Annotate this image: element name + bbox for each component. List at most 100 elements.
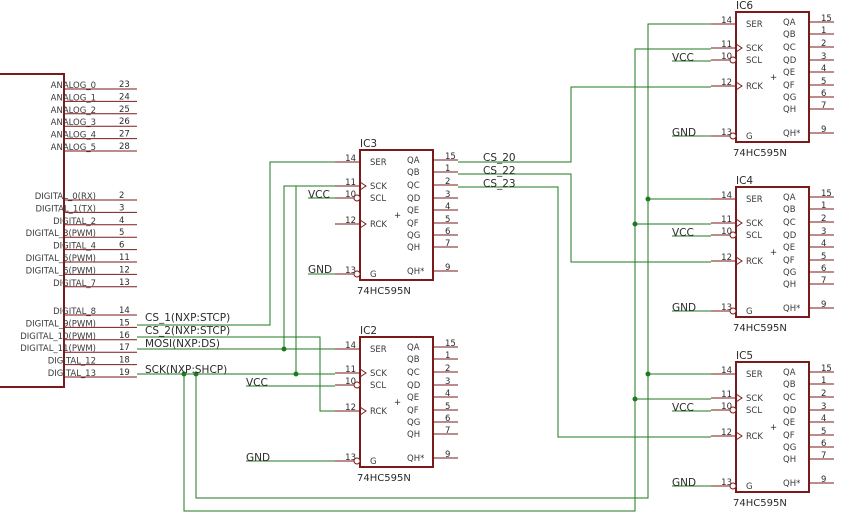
arduino-pin-label-digital-11-pwm: DIGITAL_11(PWM): [20, 344, 96, 354]
ic3-pin-number-qh-star: 9: [445, 263, 450, 273]
wire-junction-8: [645, 371, 651, 377]
ic3-pin-number-qc: 2: [445, 177, 450, 187]
ic5-pin-label-scl: SCL: [746, 406, 762, 416]
ic4-pin-number-qg: 6: [821, 264, 826, 274]
ic4-pin-label-qh: QH: [783, 280, 796, 290]
ic6-pin-label-qe: QE: [783, 68, 795, 78]
ic4-inverter-bubble-scl: [729, 231, 737, 239]
gnd-label-ic4: GND: [672, 302, 696, 314]
arduino-pin-label-digital-6-pwm: DIGITAL_6(PWM): [26, 266, 96, 276]
ic2-pin-number-qc: 2: [445, 364, 450, 374]
net-labels: CS_1(NXP:STCP) CS_2(NXP:STCP) MOSI(NXP:D…: [145, 52, 696, 489]
ic6-pin-label-qa: QA: [783, 18, 796, 28]
ic6-center-mark: +: [770, 73, 777, 83]
arduino-pin-label-digital-3-pwm: DIGITAL_3(PWM): [26, 229, 96, 239]
ic2-pin-number-qf: 5: [445, 402, 450, 412]
ic4-pin-number-qh-star: 9: [821, 300, 826, 310]
wire-junction-7: [645, 196, 651, 202]
ic4-pin-number-rck: 12: [721, 253, 732, 263]
net-label-sck: SCK(NXP:SHCP): [145, 364, 227, 376]
ic4-pin-number-qa: 15: [821, 189, 832, 199]
ic5-pin-number-scl: 10: [721, 402, 732, 412]
ic5-pin-label-qh: QH: [783, 455, 796, 465]
arduino-pin-label-digital-13: DIGITAL_13: [48, 369, 96, 379]
ic3-pin-label-qh-star: QH*: [407, 267, 424, 277]
net-label-cs1: CS_1(NXP:STCP): [145, 312, 230, 324]
arduino-pin-number-digital-0-rx: 2: [119, 191, 124, 201]
ic4-pin-label-rck: RCK: [746, 257, 763, 267]
ic6-pin-number-qb: 1: [821, 26, 826, 36]
ic5-center-mark: +: [770, 423, 777, 433]
wires: [137, 23, 711, 512]
ic2-pin-number-sck: 11: [345, 365, 356, 375]
ic2-clock-marker-rck: [359, 406, 367, 416]
ic3-pin-number-qf: 5: [445, 215, 450, 225]
wire-junction-4: [193, 371, 199, 377]
ic6-inverter-bubble-g: [729, 132, 737, 140]
ic5-pin-number-rck: 12: [721, 428, 732, 438]
wire-junction-2: [293, 371, 299, 377]
vcc-label-ic3: VCC: [308, 189, 330, 201]
ic6-pin-label-qh-star: QH*: [783, 129, 800, 139]
ic4-center-mark: +: [770, 248, 777, 258]
arduino-pin-number-analog-1: 24: [119, 92, 130, 102]
ic3-part-number: 74HC595N: [357, 286, 411, 297]
ic3-center-mark: +: [394, 211, 401, 221]
ic3-pin-label-rck: RCK: [370, 220, 387, 230]
arduino-pin-number-digital-8: 14: [119, 306, 130, 316]
arduino-pin-number-digital-12: 18: [119, 356, 130, 366]
ic5-pin-label-qa: QA: [783, 368, 796, 378]
ic6-pin-number-qd: 3: [821, 52, 826, 62]
ic2-pin-number-qd: 3: [445, 377, 450, 387]
net-label-cs2: CS_2(NXP:STCP): [145, 325, 230, 337]
arduino-pin-label-digital-1-tx: DIGITAL_1(TX): [35, 204, 96, 214]
arduino-pin-number-analog-4: 27: [119, 130, 130, 140]
ic5-pin-label-qd: QD: [783, 406, 797, 416]
wire-cs20: [458, 86, 711, 163]
wire-cs22: [458, 173, 711, 263]
ic6-pin-label-qd: QD: [783, 56, 797, 66]
ic2-pin-label-qf: QF: [407, 406, 419, 416]
ic6-name: IC6: [736, 0, 753, 12]
arduino-pin-label-analog-4: ANALOG_4: [51, 131, 96, 141]
ic3-pin-number-sck: 11: [345, 178, 356, 188]
ic6-pin-number-qh-star: 9: [821, 125, 826, 135]
ic6-pin-number-ser: 14: [721, 16, 732, 26]
ic3-pin-label-scl: SCL: [370, 194, 386, 204]
ic4-inverter-bubble-g: [729, 307, 737, 315]
ic4-pin-label-qf: QF: [783, 256, 795, 266]
ic2-pin-number-qa: 15: [445, 339, 456, 349]
ic5-pin-label-sck: SCK: [746, 394, 763, 404]
ic6-part-number: 74HC595N: [733, 148, 787, 159]
ic6-clock-marker-sck: [735, 43, 743, 53]
ic5-pin-label-qf: QF: [783, 431, 795, 441]
ic6-pin-label-qc: QC: [783, 43, 796, 53]
ic6-pin-number-qe: 4: [821, 64, 826, 74]
ic4-pin-number-ser: 14: [721, 191, 732, 201]
ic4-pin-label-qe: QE: [783, 243, 795, 253]
arduino-pin-number-digital-13: 19: [119, 368, 130, 378]
vcc-label-ic4: VCC: [672, 227, 694, 239]
ic6-pin-label-rck: RCK: [746, 82, 763, 92]
arduino-pin-label-digital-5-pwm: DIGITAL_5(PWM): [26, 254, 96, 264]
ic6-body: [735, 11, 810, 143]
ic3-pin-number-qh: 7: [445, 239, 450, 249]
arduino-pin-label-analog-0: ANALOG_0: [51, 81, 96, 91]
gnd-label-ic3: GND: [308, 264, 332, 276]
ic2-pin-number-qh-star: 9: [445, 450, 450, 460]
ic4-pin-label-qb: QB: [783, 205, 796, 215]
ic4-part-number: 74HC595N: [733, 323, 787, 334]
ic5-pin-label-rck: RCK: [746, 432, 763, 442]
arduino-pin-number-analog-0: 23: [119, 80, 130, 90]
arduino-body: [0, 73, 65, 388]
ic4-clock-marker-rck: [735, 256, 743, 266]
arduino-pin-number-digital-3-pwm: 5: [119, 228, 124, 238]
ic2-pin-number-ser: 14: [345, 341, 356, 351]
arduino-pin-label-analog-1: ANALOG_1: [51, 93, 96, 103]
vcc-label-ic2: VCC: [246, 377, 268, 389]
arduino-pin-number-digital-4: 6: [119, 241, 124, 251]
arduino-pin-number-digital-7: 13: [119, 278, 130, 288]
